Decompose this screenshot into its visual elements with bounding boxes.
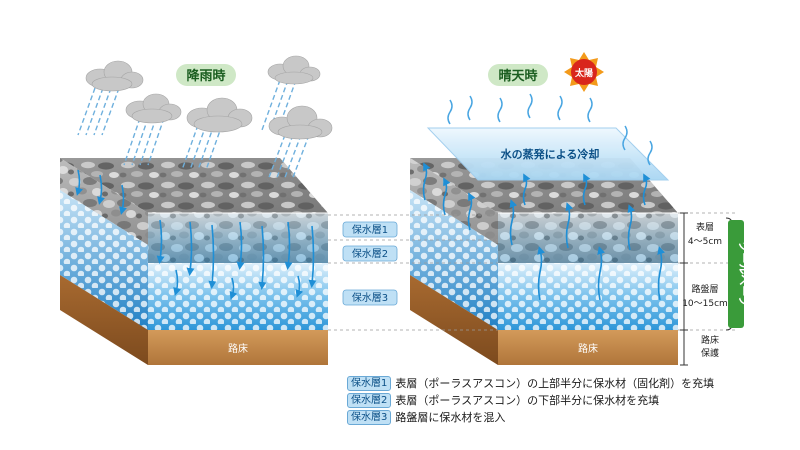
legend-text-1: 表層（ポーラスアスコン）の上部半分に保水材（固化剤）を充填: [395, 377, 715, 390]
cloud-icon: [186, 97, 253, 133]
rain-clouds: [85, 55, 333, 140]
sunny-front-soil: [498, 330, 678, 365]
sunny-pavement-block: [410, 158, 678, 365]
legend-tag-3: 保水層3: [347, 409, 392, 425]
legend-tag-1: 保水層1: [347, 375, 392, 391]
legend-text-3: 路盤層に保水材を混入: [395, 411, 506, 424]
cloud-icon: [85, 60, 144, 92]
layer-tag-1: 保水層1: [352, 223, 388, 236]
depth-surface-value: 4～5cm: [688, 237, 722, 247]
layer-tags: [342, 221, 398, 306]
sunny-subgrade-label: 路床: [578, 342, 598, 355]
cool-pave-label: クールペーブ: [737, 241, 751, 306]
depth-subgrade: 路床: [701, 334, 719, 346]
cloud-icon: [125, 93, 182, 124]
cloud-icon: [268, 105, 333, 140]
depth-base-value: 10～15cm: [682, 299, 728, 309]
rain-title: 降雨時: [186, 68, 225, 84]
legend-tag-2: 保水層2: [347, 392, 392, 408]
rain-title-pill: [176, 64, 236, 86]
layer-tag-3: 保水層3: [352, 291, 388, 304]
rain-side-soil: [60, 275, 148, 365]
cloud-icon: [267, 55, 321, 85]
rain-front-soil: [148, 330, 328, 365]
sun-icon: [564, 52, 604, 92]
legend-text-2: 表層（ポーラスアスコン）の下部半分に保水材を充填: [395, 394, 660, 407]
depth-subgrade-protect: 保護: [701, 347, 719, 359]
steam-wisps: [447, 93, 653, 166]
sun-label: 太陽: [574, 67, 593, 79]
evaporation-label: 水の蒸発による冷却: [501, 147, 600, 161]
sunny-title-pill: [488, 64, 548, 86]
rain-infiltration-arrows: [75, 169, 317, 300]
rain-streaks: [77, 79, 310, 181]
rain-subgrade-label: 路床: [228, 342, 248, 355]
legend-row-3: 保水層3 路盤層に保水材を混入: [347, 409, 787, 425]
legend-row-1: 保水層1 表層（ポーラスアスコン）の上部半分に保水材（固化剤）を充填: [347, 375, 787, 391]
depth-surface: 表層: [696, 221, 714, 233]
legend-row-2: 保水層2 表層（ポーラスアスコン）の下部半分に保水材を充填: [347, 392, 787, 408]
sunny-title: 晴天時: [498, 68, 537, 84]
layer-guide-lines: [328, 212, 735, 331]
layer-tag-2: 保水層2: [352, 247, 388, 260]
evaporation-arrows: [422, 162, 665, 301]
sunny-side-soil: [410, 275, 498, 365]
evaporation-panel: [426, 127, 670, 181]
depth-base: 路盤層: [691, 283, 718, 295]
cool-pave-bar: [728, 220, 744, 328]
